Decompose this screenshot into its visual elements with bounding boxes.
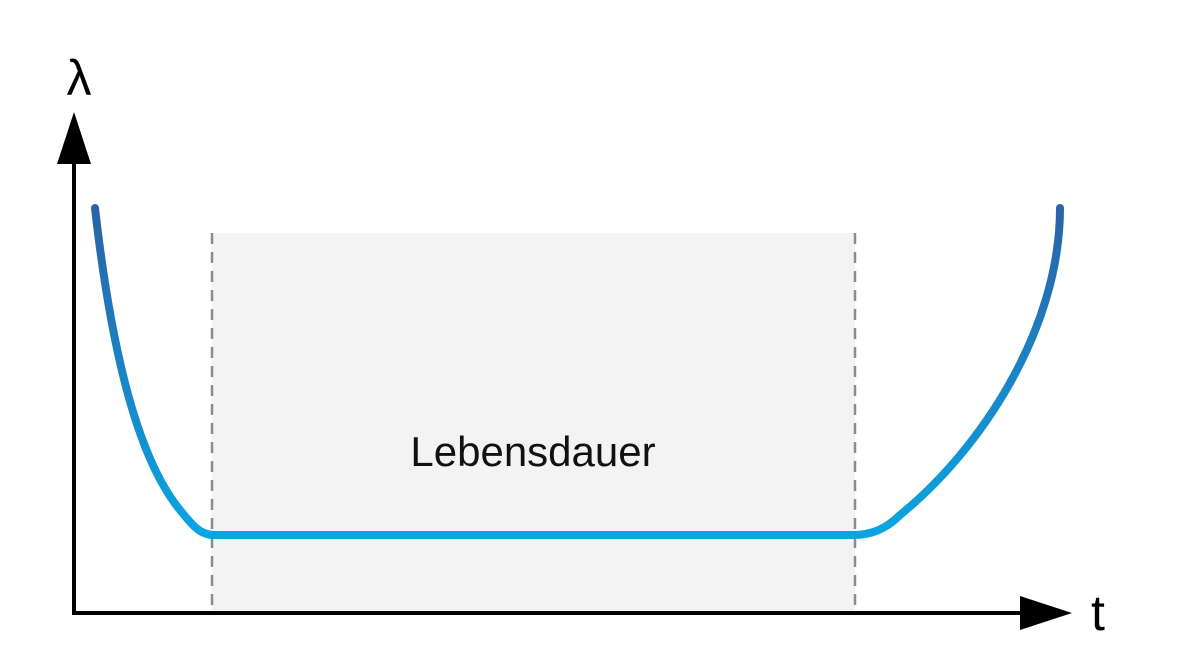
y-axis-arrowhead (57, 112, 91, 164)
x-axis-arrowhead (1020, 596, 1072, 630)
lifetime-region (212, 233, 855, 613)
y-axis-label: λ (67, 50, 92, 106)
x-axis-label: t (1091, 585, 1105, 641)
region-label: Lebensdauer (410, 428, 655, 475)
failure-rate-curve (91, 204, 1064, 539)
